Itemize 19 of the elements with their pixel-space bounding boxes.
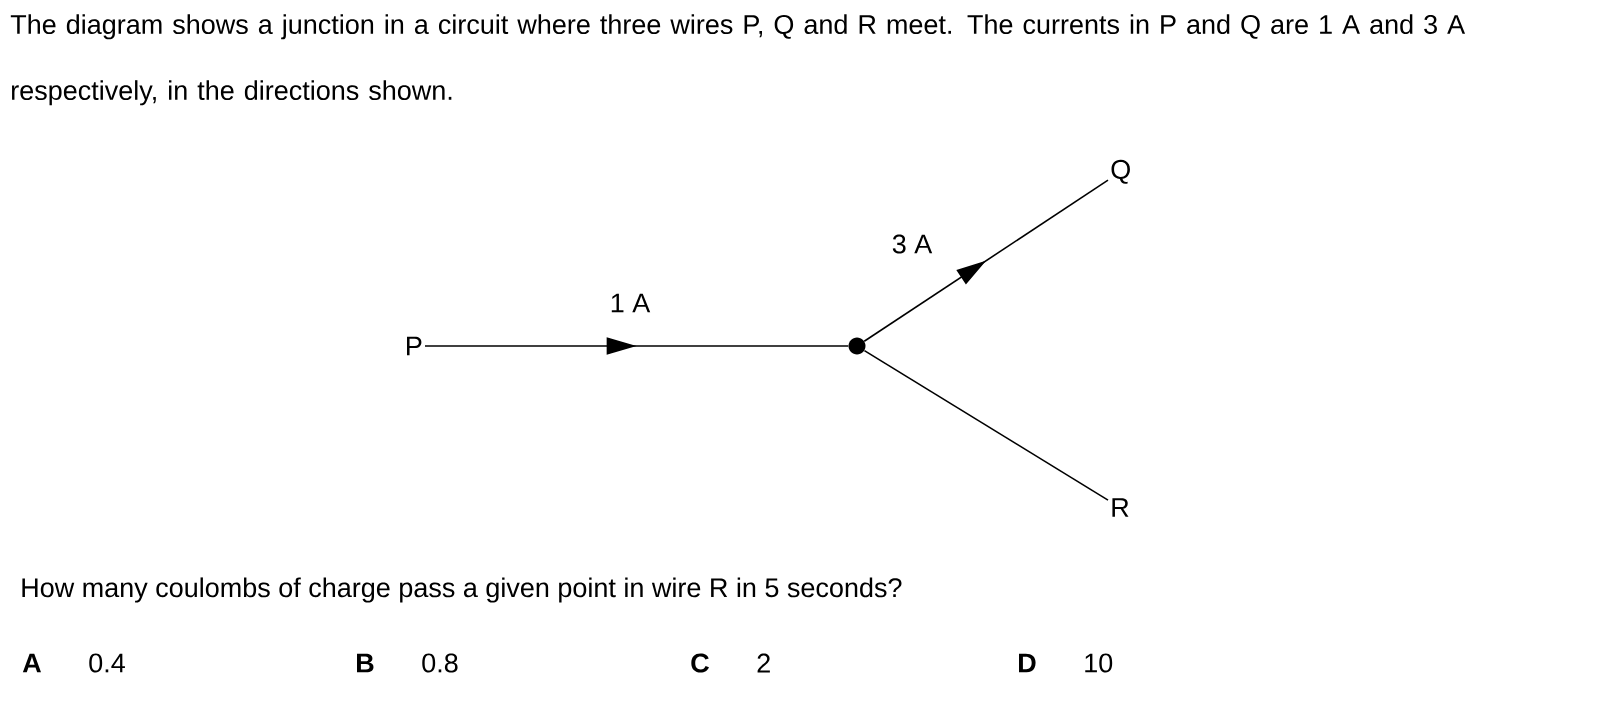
wire-label: P [407, 336, 422, 356]
wire-label: R [1112, 498, 1129, 517]
junction-dot [848, 337, 866, 355]
current-label: 3 A [890, 233, 934, 255]
option-value: 10 [1085, 653, 1113, 673]
option-letter: B [357, 653, 374, 673]
wire [863, 349, 1109, 501]
option-letter: A [22, 653, 41, 673]
option-value: 0.4 [89, 653, 125, 673]
wire [863, 179, 1109, 342]
option-value: 2 [757, 653, 770, 673]
question-text: The diagram shows a junction in a circuit where three wires P, Q and R meet. The currents in P and Q are 1 A and 3 A respectively, in the directions shown. [10, 14, 1466, 106]
wire [424, 337, 850, 355]
wire-label: Q [1111, 159, 1130, 184]
option-value: 0.8 [422, 653, 458, 673]
option-letter: D [1019, 653, 1036, 673]
option-letter: C [691, 653, 709, 673]
question-text: How many coulombs of charge pass a given point in wire R in 5 seconds? [22, 577, 902, 603]
current-label: 1 A [608, 292, 652, 314]
